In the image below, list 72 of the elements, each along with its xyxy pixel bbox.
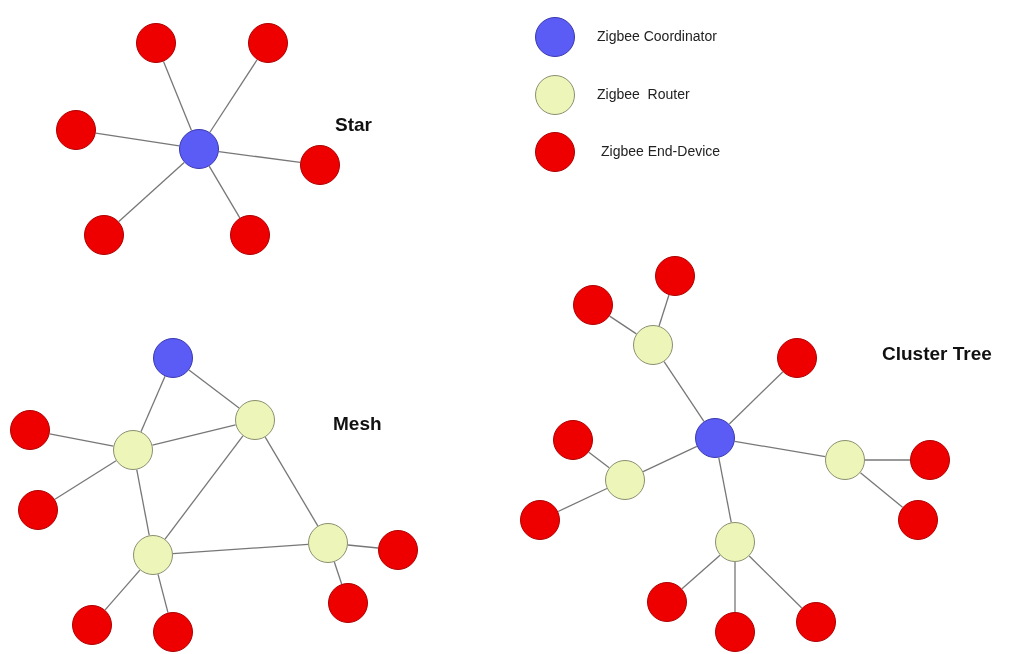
- end-device-node: [553, 420, 593, 460]
- end-device-node: [796, 602, 836, 642]
- coordinator-node: [153, 338, 193, 378]
- end-device-node: [56, 110, 96, 150]
- connector-line: [162, 60, 193, 132]
- connector-line: [140, 375, 166, 433]
- connector-line: [54, 460, 117, 500]
- end-device-node: [655, 256, 695, 296]
- end-device-node: [10, 410, 50, 450]
- connector-line: [734, 440, 826, 458]
- connector-line: [208, 165, 241, 219]
- end-device-node: [573, 285, 613, 325]
- end-device-node: [300, 145, 340, 185]
- connector-line: [681, 554, 721, 590]
- router-node: [715, 522, 755, 562]
- connector-line: [663, 361, 705, 422]
- connector-line: [188, 369, 240, 409]
- legend-text: Zigbee Coordinator: [597, 28, 717, 44]
- connector-line: [557, 487, 608, 513]
- end-device-node: [898, 500, 938, 540]
- connector-line: [209, 59, 258, 133]
- end-device-node: [136, 23, 176, 63]
- end-device-node: [153, 612, 193, 652]
- router-node: [308, 523, 348, 563]
- end-device-node: [72, 605, 112, 645]
- connector-line: [718, 457, 732, 523]
- connector-line: [609, 315, 637, 335]
- connector-line: [151, 424, 237, 446]
- connector-line: [104, 569, 141, 611]
- legend-text: Zigbee Router: [597, 86, 690, 102]
- connector-line: [864, 459, 911, 461]
- coordinator-node: [179, 129, 219, 169]
- connector-line: [347, 544, 379, 549]
- end-device-node: [84, 215, 124, 255]
- router-node: [235, 400, 275, 440]
- connector-line: [49, 433, 115, 447]
- connector-line: [748, 555, 803, 609]
- connector-line: [264, 436, 319, 527]
- coordinator-node: [695, 418, 735, 458]
- connector-line: [734, 561, 736, 613]
- connector-line: [333, 561, 343, 585]
- connector-line: [859, 472, 904, 508]
- connector-line: [218, 150, 301, 164]
- router-node: [825, 440, 865, 480]
- connector-line: [95, 132, 180, 147]
- connector-line: [172, 543, 309, 555]
- connector-line: [118, 161, 185, 223]
- connector-line: [728, 371, 784, 425]
- router-node: [133, 535, 173, 575]
- connector-line: [642, 445, 698, 473]
- connector-line: [157, 573, 169, 614]
- end-device-node: [777, 338, 817, 378]
- end-device-node: [230, 215, 270, 255]
- legend-text: Zigbee End-Device: [601, 143, 721, 159]
- end-device-node: [910, 440, 950, 480]
- network-type-label: Mesh: [333, 413, 382, 435]
- end-device-node: [328, 583, 368, 623]
- network-type-label: Cluster Tree: [882, 343, 992, 365]
- end-device-node: [18, 490, 58, 530]
- end-device-node: [647, 582, 687, 622]
- end-device-node: [520, 500, 560, 540]
- end-device-node: [378, 530, 418, 570]
- router-node: [113, 430, 153, 470]
- connector-line: [588, 451, 610, 469]
- connector-line: [164, 435, 244, 540]
- router-node: [605, 460, 645, 500]
- network-type-label: Star: [335, 114, 372, 136]
- router-node: [633, 325, 673, 365]
- end-device-node: [248, 23, 288, 63]
- end-device-node: [715, 612, 755, 652]
- connector-line: [658, 294, 670, 327]
- connector-line: [136, 469, 150, 536]
